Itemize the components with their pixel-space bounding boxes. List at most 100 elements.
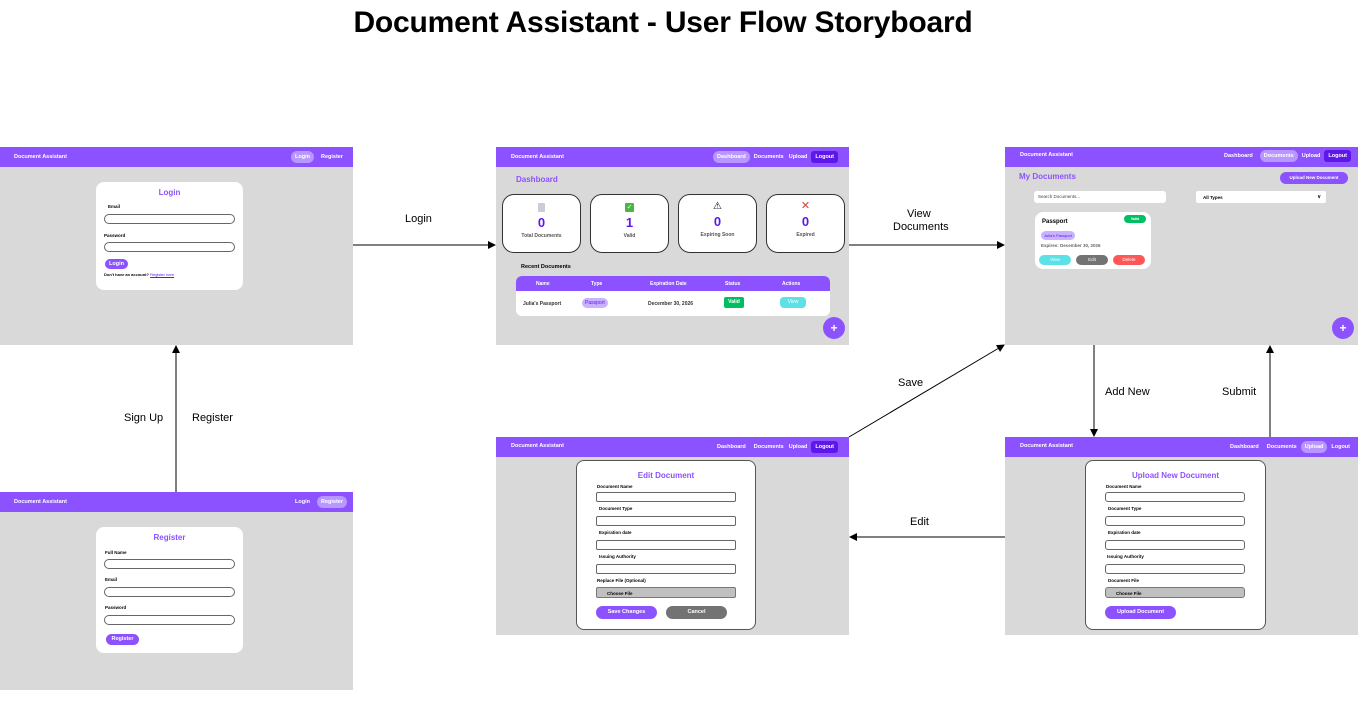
dashboard-screen: Document Assistant Dashboard Documents U… bbox=[496, 147, 849, 345]
filter-value: All Types bbox=[1203, 195, 1223, 200]
upload-document-button[interactable]: Upload Document bbox=[1105, 606, 1176, 619]
register-transition-label: Register bbox=[192, 412, 233, 424]
register-title: Register bbox=[153, 533, 186, 542]
document-name-label: Document Name bbox=[597, 484, 633, 489]
page-title: Document Assistant - User Flow Storyboar… bbox=[353, 6, 973, 39]
nav-documents[interactable]: Documents bbox=[753, 154, 784, 160]
type-badge: Julia's Passport bbox=[1041, 231, 1075, 240]
edit-document-card: Edit Document Document Name Document Typ… bbox=[576, 460, 756, 630]
choose-file-button[interactable]: Choose File bbox=[1105, 587, 1245, 598]
expiry-text: Expires: December 30, 2026 bbox=[1041, 243, 1101, 248]
document-name: Passport bbox=[1042, 219, 1068, 225]
view-button[interactable]: View bbox=[1039, 255, 1071, 265]
sign-up-label: Sign Up bbox=[124, 412, 164, 424]
save-changes-button[interactable]: Save Changes bbox=[596, 606, 657, 619]
stat-value: 0 bbox=[537, 215, 546, 230]
nav-register[interactable]: Register bbox=[316, 496, 347, 508]
nav-dashboard[interactable]: Dashboard bbox=[1230, 444, 1259, 450]
document-icon bbox=[538, 203, 545, 212]
nav-upload[interactable]: Upload bbox=[1301, 153, 1321, 159]
dashboard-heading: Dashboard bbox=[516, 175, 558, 184]
register-screen: Document Assistant Login Register Regist… bbox=[0, 492, 353, 690]
email-field[interactable] bbox=[104, 214, 235, 224]
document-card: Passport Valid Julia's Passport Expires:… bbox=[1035, 212, 1151, 269]
nav-register[interactable]: Register bbox=[320, 154, 343, 160]
nav-upload[interactable]: Upload bbox=[788, 154, 808, 160]
issuing-authority-field[interactable] bbox=[1105, 564, 1245, 574]
cancel-button[interactable]: Cancel bbox=[666, 606, 727, 619]
nav-dashboard[interactable]: Dashboard bbox=[717, 444, 746, 450]
document-type-field[interactable] bbox=[1105, 516, 1245, 526]
save-arrow bbox=[848, 344, 1005, 438]
password-field[interactable] bbox=[104, 242, 235, 252]
header-status: Status bbox=[725, 281, 741, 287]
edit-button[interactable]: Edit bbox=[1076, 255, 1108, 265]
nav-upload[interactable]: Upload bbox=[1300, 441, 1328, 453]
upload-document-card: Upload New Document Document Name Docume… bbox=[1085, 460, 1266, 630]
upload-document-screen: Document Assistant Dashboard Documents U… bbox=[1005, 437, 1358, 635]
document-type-label: Document Type bbox=[599, 506, 633, 511]
nav-documents[interactable]: Documents bbox=[1259, 150, 1298, 162]
document-name-field[interactable] bbox=[1105, 492, 1245, 502]
navbar: Document Assistant Dashboard Documents U… bbox=[496, 147, 849, 167]
stat-label: Expiring Soon bbox=[700, 232, 735, 238]
status-badge: Valid bbox=[1124, 215, 1146, 223]
nav-dashboard[interactable]: Dashboard bbox=[1224, 153, 1253, 159]
nav-logout[interactable]: Logout bbox=[1331, 444, 1350, 450]
stat-value: 1 bbox=[625, 215, 634, 230]
issuing-authority-label: Issuing Authority bbox=[1107, 554, 1144, 559]
upload-new-document-button[interactable]: Upload New Document bbox=[1280, 172, 1348, 184]
nav-login[interactable]: Login bbox=[295, 499, 310, 505]
expiration-date-field[interactable] bbox=[596, 540, 736, 550]
stat-value: 0 bbox=[713, 214, 722, 229]
type-filter-select[interactable]: All Types ∨ bbox=[1196, 191, 1326, 203]
warning-icon: ⚠ bbox=[713, 201, 722, 212]
email-field[interactable] bbox=[104, 587, 235, 597]
nav-documents[interactable]: Documents bbox=[753, 444, 784, 450]
delete-button[interactable]: Delete bbox=[1113, 255, 1145, 265]
expiration-date-field[interactable] bbox=[1105, 540, 1245, 550]
view-button[interactable]: View bbox=[780, 297, 806, 308]
add-fab[interactable]: + bbox=[1332, 317, 1354, 339]
register-card: Register Full Name Email Password Regist… bbox=[96, 527, 243, 653]
nav-login[interactable]: Login bbox=[291, 151, 314, 163]
register-button[interactable]: Register bbox=[106, 634, 139, 645]
login-screen: Document Assistant Login Register Login … bbox=[0, 147, 353, 345]
navbar: Document Assistant Dashboard Documents U… bbox=[1005, 147, 1358, 167]
fullname-field[interactable] bbox=[104, 559, 235, 569]
password-label: Password bbox=[104, 233, 126, 238]
nav-documents[interactable]: Documents bbox=[1266, 444, 1297, 450]
documents-screen: Document Assistant Dashboard Documents U… bbox=[1005, 147, 1358, 345]
issuing-authority-label: Issuing Authority bbox=[599, 554, 636, 559]
add-fab[interactable]: + bbox=[823, 317, 845, 339]
choose-file-button[interactable]: Choose File bbox=[596, 587, 736, 598]
nav-logout[interactable]: Logout bbox=[811, 441, 838, 453]
nav-brand: Document Assistant bbox=[1020, 152, 1073, 158]
password-field[interactable] bbox=[104, 615, 235, 625]
header-name: Name bbox=[536, 281, 550, 287]
type-badge: Passport bbox=[582, 298, 608, 308]
stat-label: Valid bbox=[623, 233, 636, 239]
documents-heading: My Documents bbox=[1019, 172, 1076, 181]
register-link[interactable]: Register here bbox=[150, 272, 175, 277]
nav-upload[interactable]: Upload bbox=[788, 444, 808, 450]
upload-document-title: Upload New Document bbox=[1131, 471, 1220, 480]
nav-dashboard[interactable]: Dashboard bbox=[713, 151, 750, 163]
issuing-authority-field[interactable] bbox=[596, 564, 736, 574]
search-input[interactable]: Search Documents... bbox=[1034, 191, 1166, 203]
document-type-field[interactable] bbox=[596, 516, 736, 526]
expiration-date-label: Expiration date bbox=[599, 530, 632, 535]
recent-documents-title: Recent Documents bbox=[521, 264, 571, 270]
navbar: Document Assistant Login Register bbox=[0, 147, 353, 167]
nav-logout[interactable]: Logout bbox=[811, 151, 838, 163]
choose-file-label: Choose File bbox=[607, 591, 633, 596]
email-label: Email bbox=[108, 204, 121, 209]
add-new-label: Add New bbox=[1105, 386, 1150, 398]
expiration-date-label: Expiration date bbox=[1108, 530, 1141, 535]
document-name-field[interactable] bbox=[596, 492, 736, 502]
view-documents-label-line2: Documents bbox=[893, 221, 949, 233]
login-button[interactable]: Login bbox=[105, 259, 128, 269]
status-badge: Valid bbox=[724, 297, 744, 308]
nav-logout[interactable]: Logout bbox=[1324, 150, 1351, 162]
